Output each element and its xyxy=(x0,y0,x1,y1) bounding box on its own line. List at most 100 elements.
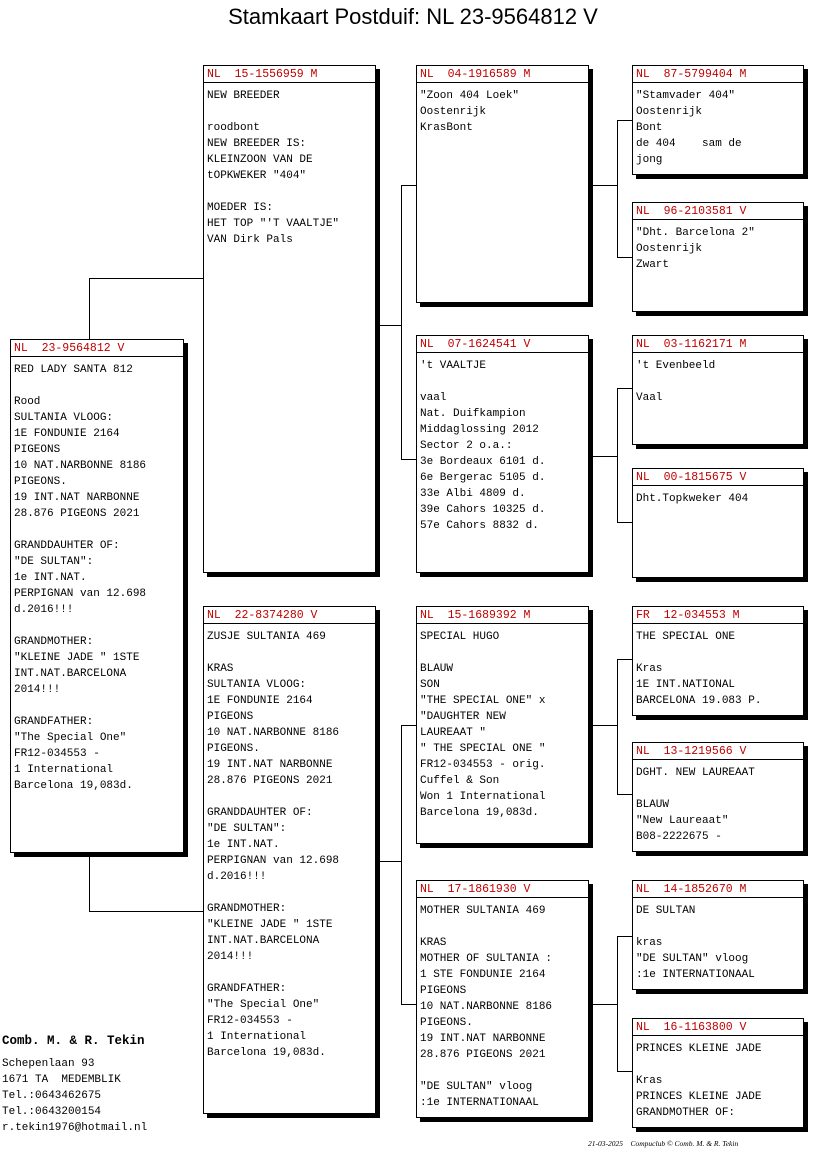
connector-line xyxy=(401,185,416,186)
detail-line: "Dht. Barcelona 2" xyxy=(636,227,755,239)
detail-line: "DE SULTAN" vloog xyxy=(636,953,749,965)
detail-line: Sector 2 o.a.: xyxy=(420,440,513,452)
detail-line xyxy=(207,885,375,901)
pigeon-details: DE SULTAN kras"DE SULTAN" vloog:1e INTER… xyxy=(633,898,803,983)
card-divider xyxy=(417,82,588,83)
detail-line: PRINCES KLEINE JADE xyxy=(636,1043,762,1055)
detail-line: DGHT. NEW LAUREAAT xyxy=(636,767,755,779)
detail-line: Oostenrijk xyxy=(420,106,487,118)
detail-line: Barcelona 19,083d. xyxy=(14,780,133,792)
detail-line: Zwart xyxy=(636,259,670,271)
detail-line: Vaal xyxy=(636,392,663,404)
detail-line: 2014!!! xyxy=(207,951,254,963)
detail-line: 19 INT.NAT NARBONNE xyxy=(14,492,140,504)
detail-line: LAUREAAT " xyxy=(420,727,487,739)
detail-line: "THE SPECIAL ONE" x xyxy=(420,695,546,707)
detail-line: 1 International xyxy=(207,1031,307,1043)
detail-line: GRANDDAUHTER OF: xyxy=(207,807,313,819)
detail-line: GRANDDAUHTER OF: xyxy=(14,540,120,552)
pigeon-details: Dht.Topkweker 404 xyxy=(633,486,803,507)
detail-line: Barcelona 19,083d. xyxy=(207,1047,326,1059)
detail-line: Rood xyxy=(14,396,41,408)
detail-line: Dht.Topkweker 404 xyxy=(636,493,749,505)
detail-line: jong xyxy=(636,154,663,166)
detail-line: 't VAALTJE xyxy=(420,360,487,372)
detail-line xyxy=(420,374,588,390)
ring-number: NL 87-5799404 M xyxy=(636,68,747,81)
detail-line: 1 STE FONDUNIE 2164 xyxy=(420,969,546,981)
detail-line: Kras xyxy=(636,1075,663,1087)
connector-line xyxy=(89,911,203,912)
pigeon-card-ss: NL 04-1916589 M"Zoon 404 Loek"Oostenrijk… xyxy=(416,65,589,303)
ring-number: NL 23-9564812 V xyxy=(14,342,125,355)
connector-line xyxy=(376,325,401,326)
detail-line: PRINCES KLEINE JADE xyxy=(636,1091,762,1103)
detail-line: 1E FONDUNIE 2164 xyxy=(207,695,313,707)
page-title: Stamkaart Postduif: NL 23-9564812 V xyxy=(228,4,598,29)
detail-line xyxy=(420,1063,588,1079)
detail-line: FR12-034553 - xyxy=(207,1015,293,1027)
connector-line xyxy=(89,278,90,339)
detail-line: "The Special One" xyxy=(207,999,320,1011)
ring-number: NL 03-1162171 M xyxy=(636,338,747,351)
detail-line: ZUSJE SULTANIA 469 xyxy=(207,631,326,643)
detail-line xyxy=(14,522,183,538)
detail-line xyxy=(207,965,375,981)
connector-line xyxy=(617,388,618,523)
owner-line: Tel.:0643200154 xyxy=(2,1106,102,1118)
ring-number: NL 17-1861930 V xyxy=(420,883,531,896)
pigeon-card-dds: NL 14-1852670 M DE SULTAN kras"DE SULTAN"… xyxy=(632,880,804,990)
ring-number: NL 14-1852670 M xyxy=(636,883,747,896)
pigeon-card-sss: NL 87-5799404 M"Stamvader 404"Oostenrijk… xyxy=(632,65,804,175)
detail-line: Middaglossing 2012 xyxy=(420,424,539,436)
detail-line: PERPIGNAN van 12.698 xyxy=(14,588,147,600)
owner-line: 1671 TA MEDEMBLIK xyxy=(2,1074,121,1086)
detail-line xyxy=(420,919,588,935)
card-divider xyxy=(633,759,803,760)
detail-line: " THE SPECIAL ONE " xyxy=(420,743,546,755)
card-divider xyxy=(417,623,588,624)
detail-line: :1e INTERNATIONAAL xyxy=(420,1097,539,1109)
connector-line xyxy=(589,456,617,457)
detail-line: FR12-034553 - orig. xyxy=(420,759,546,771)
connector-line xyxy=(617,388,632,389)
connector-line xyxy=(617,794,632,795)
detail-line: SULTANIA VLOOG: xyxy=(14,412,114,424)
detail-line: Oostenrijk xyxy=(636,243,703,255)
card-divider xyxy=(633,352,803,353)
detail-line: 28.876 PIGEONS 2021 xyxy=(14,508,140,520)
detail-line xyxy=(14,698,183,714)
detail-line: de 404 sam de xyxy=(636,138,742,150)
detail-line xyxy=(207,184,375,200)
ring-number: NL 15-1689392 M xyxy=(420,609,531,622)
connector-line xyxy=(589,725,617,726)
connector-line xyxy=(617,120,618,258)
detail-line: Bont xyxy=(636,122,663,134)
detail-line: 57e Cahors 8832 d. xyxy=(420,520,539,532)
connector-line xyxy=(401,725,402,1005)
pigeon-details: 't Evenbeeld Vaal xyxy=(633,353,803,406)
detail-line: RED LADY SANTA 812 xyxy=(14,364,133,376)
ring-number: NL 96-2103581 V xyxy=(636,205,747,218)
detail-line: 1 International xyxy=(14,764,114,776)
detail-line: PERPIGNAN van 12.698 xyxy=(207,855,340,867)
detail-line: tOPKWEKER "404" xyxy=(207,170,307,182)
detail-line: DE SULTAN xyxy=(636,905,696,917)
detail-line: SULTANIA VLOOG: xyxy=(207,679,307,691)
connector-line xyxy=(617,936,632,937)
detail-line xyxy=(14,618,183,634)
detail-line: NEW BREEDER xyxy=(207,90,280,102)
connector-line xyxy=(401,725,416,726)
detail-line: Cuffel & Son xyxy=(420,775,500,787)
connector-line xyxy=(376,861,401,862)
connector-line xyxy=(89,278,203,279)
detail-line: NEW BREEDER IS: xyxy=(207,138,307,150)
